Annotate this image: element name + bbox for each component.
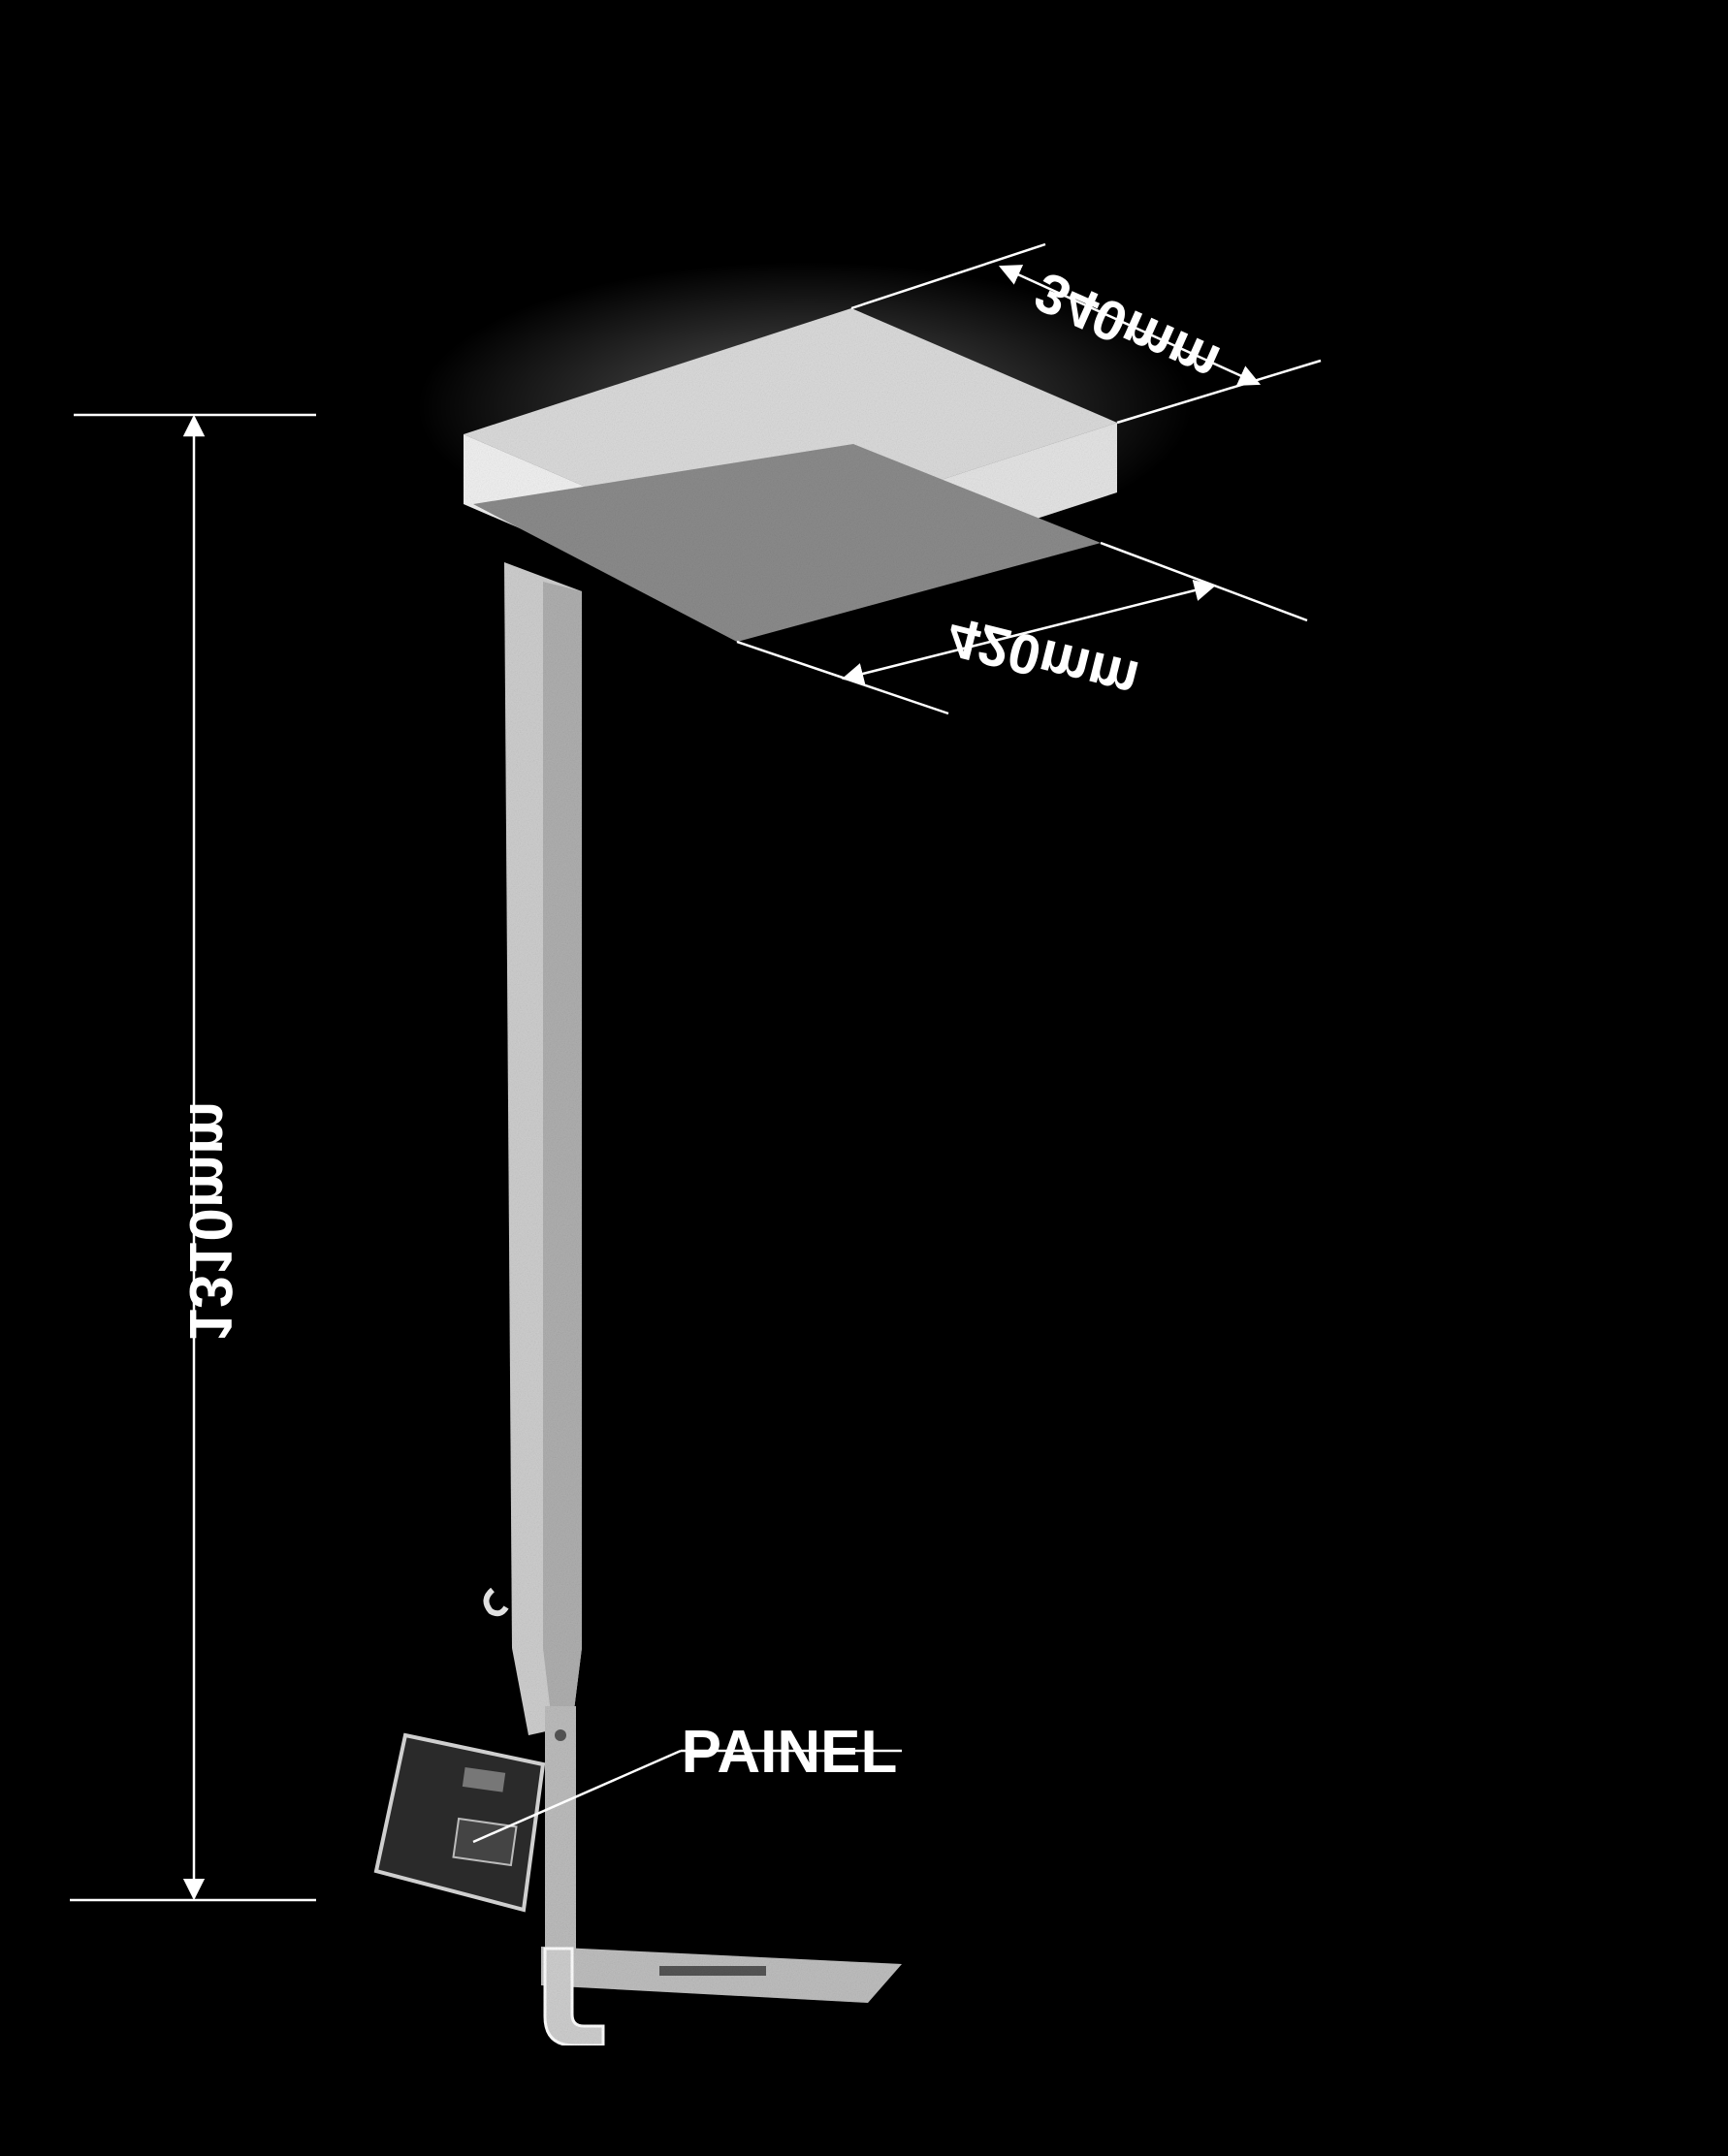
dimension-line-420 xyxy=(841,580,1217,684)
panel-logo xyxy=(462,1767,506,1792)
dimension-height-total xyxy=(70,413,316,1902)
column-hook-icon xyxy=(483,1587,509,1617)
control-panel xyxy=(373,1732,546,1913)
column-shadow xyxy=(543,582,582,1730)
mounting-bracket xyxy=(541,1947,902,2047)
dimension-line-340 xyxy=(998,265,1262,386)
opener-head-box xyxy=(464,308,1117,642)
bracket-slot xyxy=(659,1966,766,1976)
rail-hole xyxy=(555,1729,566,1741)
label-420mm: 420mm xyxy=(941,604,1144,712)
extension-line-bottom-right xyxy=(1100,541,1308,622)
callout-leader xyxy=(472,1749,682,1844)
extension-line-bottom-left xyxy=(736,640,949,715)
column-rail xyxy=(504,562,582,1949)
extension-line-top-left xyxy=(850,242,1046,310)
label-1310mm: 1310mm xyxy=(176,1101,243,1342)
dimension-width-top xyxy=(850,242,1322,425)
extension-line-top-right xyxy=(1116,359,1322,425)
box-bottom-face xyxy=(473,444,1101,642)
label-painel: PAINEL xyxy=(682,1719,898,1786)
dimension-depth-bottom xyxy=(736,541,1308,715)
rail-lower xyxy=(545,1706,576,1949)
panel-callout xyxy=(472,1749,902,1844)
panel-display xyxy=(452,1817,518,1867)
bracket-clamp xyxy=(543,1947,605,2047)
